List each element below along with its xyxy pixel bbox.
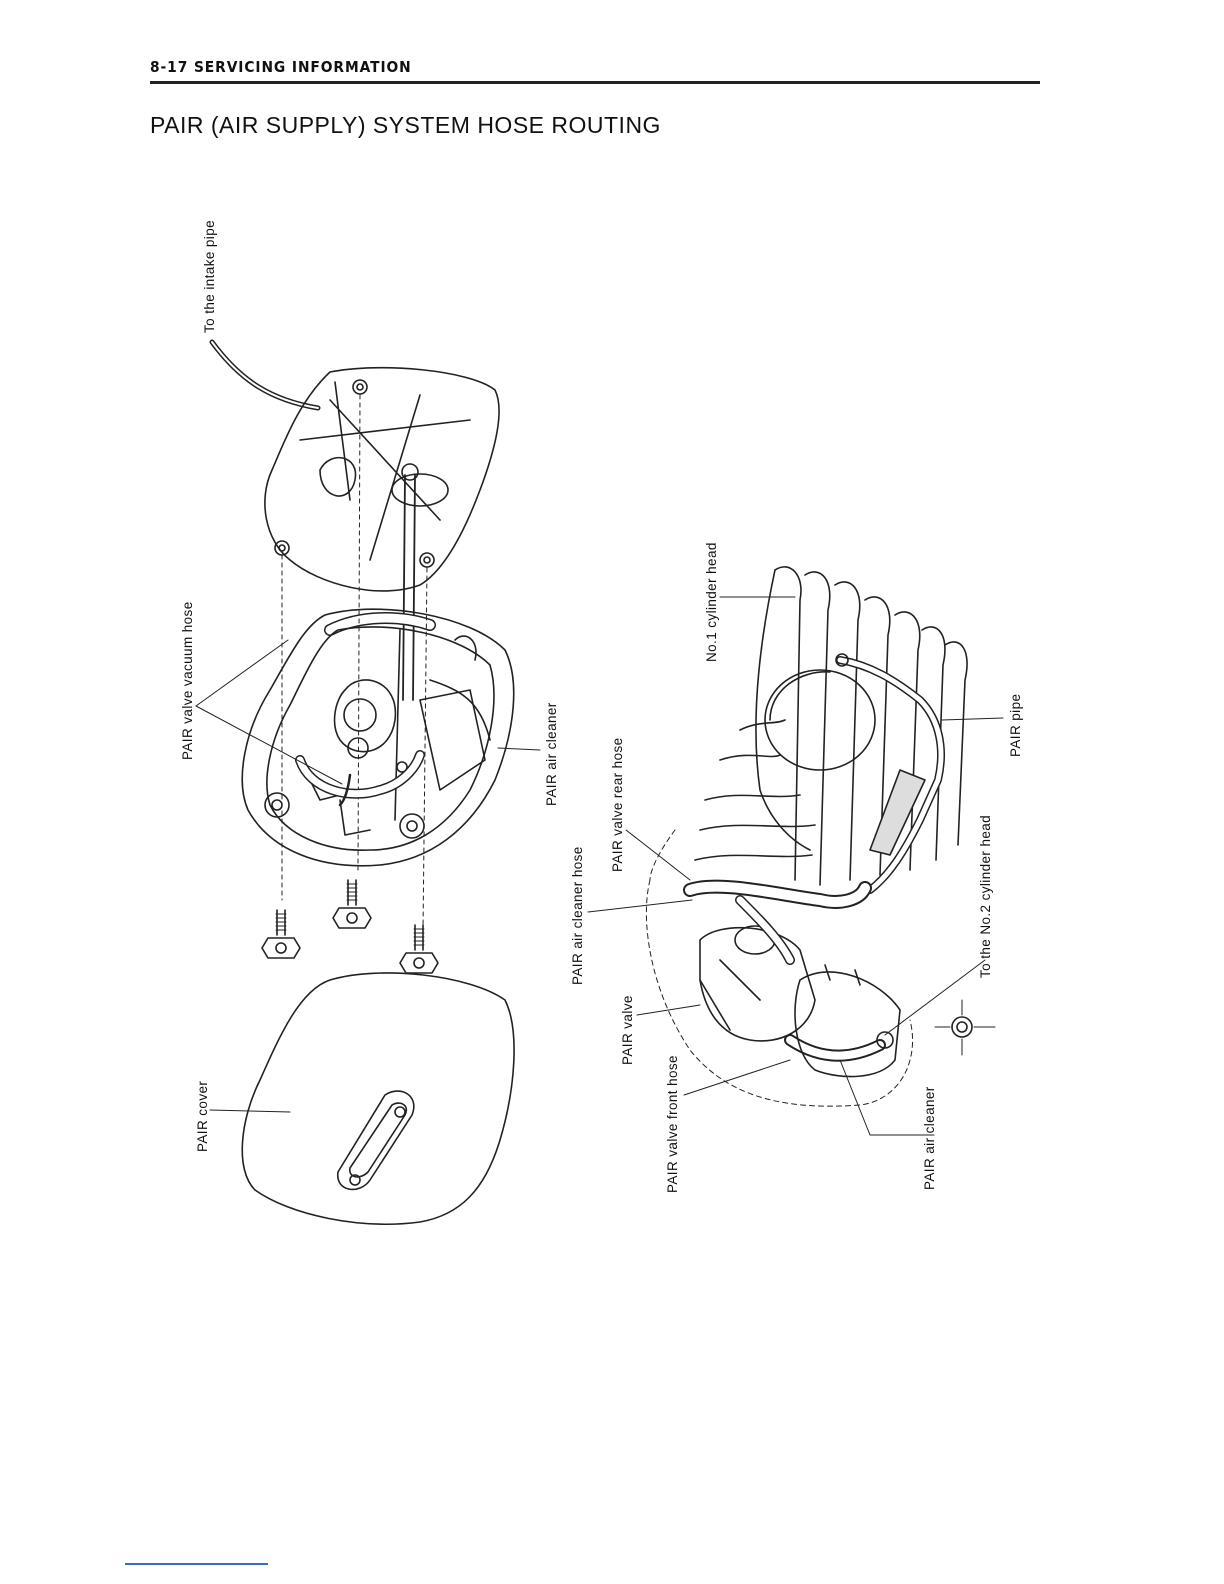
label-vacuum-hose: PAIR valve vacuum hose xyxy=(180,601,195,760)
hose-clamp xyxy=(935,1000,995,1055)
label-pair-cover: PAIR cover xyxy=(195,1081,210,1152)
label-air-cleaner-hose: PAIR air cleaner hose xyxy=(570,846,585,985)
label-intake-pipe: To the intake pipe xyxy=(202,220,217,333)
label-cyl-head-1: No.1 cylinder head xyxy=(704,542,719,662)
label-pair-valve: PAIR valve xyxy=(620,995,635,1065)
housing-outline xyxy=(646,830,912,1106)
label-air-cleaner-left: PAIR air cleaner xyxy=(544,702,559,806)
pair-cover xyxy=(242,973,514,1224)
pair-valve-body xyxy=(700,900,815,1041)
bolt-right xyxy=(400,925,438,973)
label-front-hose: PAIR valve front hose xyxy=(665,1055,680,1193)
lower-housing xyxy=(242,609,513,866)
front-hose xyxy=(790,1032,893,1056)
label-rear-hose: PAIR valve rear hose xyxy=(610,737,625,872)
bolt-middle xyxy=(333,880,371,928)
top-plate xyxy=(265,368,499,591)
label-cyl-head-2: To the No.2 cylinder head xyxy=(978,815,993,978)
label-air-cleaner-right: PAIR air cleaner xyxy=(922,1086,937,1190)
vacuum-hose-line xyxy=(212,342,318,408)
cylinder-head xyxy=(695,567,967,885)
rear-hose xyxy=(690,887,865,902)
label-pair-pipe: PAIR pipe xyxy=(1008,694,1023,757)
left-leaders xyxy=(196,640,540,1112)
bolt-left xyxy=(262,910,300,958)
footer-link-underline[interactable] xyxy=(125,1563,268,1565)
pair-pipe xyxy=(836,654,941,894)
